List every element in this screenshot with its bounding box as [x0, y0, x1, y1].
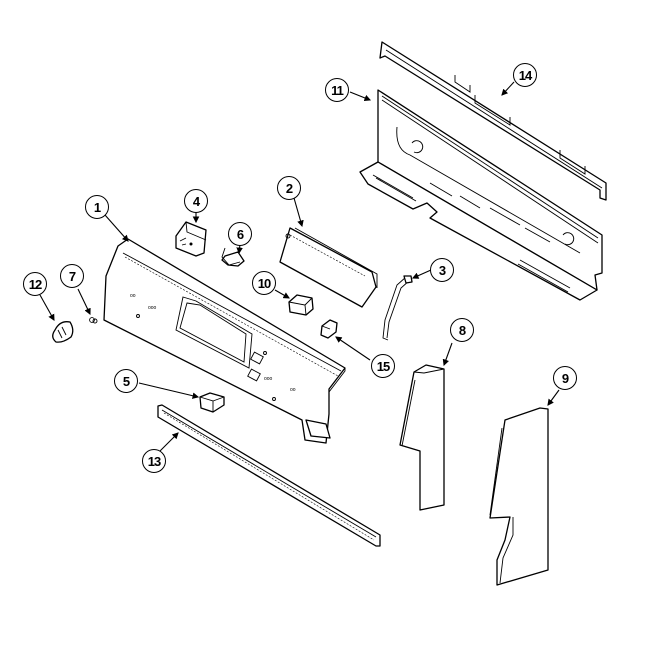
part-control-knob — [52, 321, 74, 343]
callout-13: 13 — [142, 449, 166, 473]
svg-text:ooo: ooo — [264, 376, 273, 382]
part-backguard-panel — [359, 89, 603, 301]
callout-12: 12 — [23, 272, 47, 296]
callout-11: 11 — [325, 78, 349, 102]
part-bracket-clip — [221, 247, 245, 267]
callout-6: 6 — [228, 222, 252, 246]
callout-10: 10 — [252, 271, 276, 295]
callout-5: 5 — [114, 369, 138, 393]
part-clock-timer-module — [279, 227, 378, 308]
part-switch — [288, 294, 314, 316]
callout-1: 1 — [85, 195, 109, 219]
svg-text:ooo: ooo — [148, 305, 157, 311]
part-light-socket — [320, 319, 338, 339]
part-rocker-switch — [199, 392, 225, 413]
part-trim-strip — [157, 404, 381, 547]
callout-15: 15 — [371, 354, 395, 378]
callout-3: 3 — [430, 258, 454, 282]
callout-9: 9 — [553, 366, 577, 390]
part-left-end-cap — [399, 364, 445, 511]
part-right-end-cap — [489, 407, 549, 586]
part-knob-clip — [89, 317, 98, 324]
callout-2: 2 — [277, 176, 301, 200]
part-top-trim — [379, 41, 607, 201]
leader-lines — [39, 81, 560, 452]
callout-8: 8 — [450, 318, 474, 342]
svg-text:oo: oo — [130, 293, 136, 299]
callout-7: 7 — [60, 264, 84, 288]
part-switch-block — [175, 221, 207, 257]
callout-4: 4 — [184, 189, 208, 213]
svg-text:oo: oo — [290, 387, 296, 393]
part-wire-harness — [382, 275, 413, 341]
callout-14: 14 — [513, 63, 537, 87]
